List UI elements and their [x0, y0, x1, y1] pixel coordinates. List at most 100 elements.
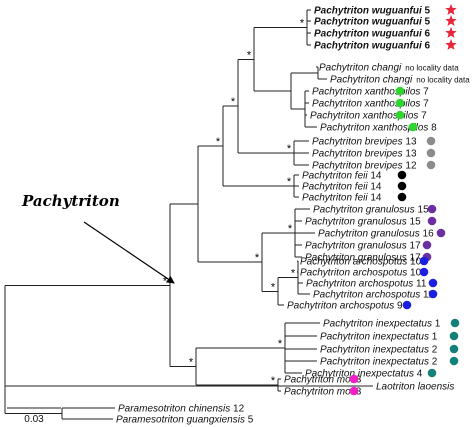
- tip-species-name: Pachytriton feii: [302, 182, 368, 193]
- star-icon: [445, 39, 457, 50]
- genus-label: Pachytriton: [21, 192, 120, 210]
- tip-species-name: Pachytriton granulosus: [305, 217, 407, 228]
- tip-label-arc4: Pachytriton archospotus 11: [313, 290, 434, 301]
- star-icon: [445, 4, 457, 15]
- locality-dot-gray: [426, 160, 436, 170]
- locality-dot-magenta: [349, 386, 359, 396]
- tip-label-wug2: Pachytriton wuguanfui 5: [314, 17, 431, 28]
- tip-label-arc3: Pachytriton archospotus 11: [306, 279, 427, 290]
- tip-label-fei2: Pachytriton feii 14: [302, 182, 382, 193]
- tip-label-xan2: Pachytriton xanthospilos 7: [312, 99, 429, 110]
- support-asterisk: *: [288, 223, 293, 235]
- tip-species-name: Paramesotriton chinensis: [118, 404, 230, 415]
- tip-species-name: Pachytriton granulosus: [318, 229, 420, 240]
- tip-species-name: Pachytriton inexpectatus: [320, 345, 429, 356]
- tip-locality-number: 10: [407, 257, 421, 268]
- tip-label-fei3: Pachytriton feii 14: [302, 193, 382, 204]
- locality-dot-purple: [422, 240, 432, 250]
- tip-locality-number: 14: [368, 171, 382, 182]
- tip-species-name: Pachytriton changi: [330, 75, 413, 86]
- tip-label-xan3: Pachytriton xanthospilos 7: [310, 111, 427, 122]
- tip-locality-number: 14: [368, 182, 382, 193]
- tip-species-name: Pachytriton brevipes: [312, 137, 403, 148]
- locality-dot-blue: [402, 300, 412, 310]
- locality-dot-black: [397, 170, 407, 180]
- tip-label-wug3: Pachytriton wuguanfui 6: [314, 29, 431, 40]
- support-asterisk: *: [287, 176, 292, 188]
- tip-locality-number: 1: [432, 319, 441, 330]
- tip-species-name: Pachytriton inexpectatus: [320, 357, 429, 368]
- tip-species-name: Pachytriton xanthospilos: [320, 123, 428, 134]
- tip-locality-number: 11: [420, 290, 434, 301]
- tip-label-gra1: Pachytriton granulosus 15: [313, 205, 429, 216]
- support-asterisk: *: [255, 252, 260, 264]
- tip-label-arc5: Pachytriton archospotus 9: [287, 301, 403, 312]
- tip-locality-number: 5: [422, 6, 431, 17]
- tip-label-lao: Laotriton laoensis: [376, 382, 454, 393]
- tip-label-ine1: Pachytriton inexpectatus 1: [323, 319, 441, 330]
- tip-locality-number: 13: [403, 137, 417, 148]
- scale-bar: 0.03: [7, 407, 61, 425]
- tip-locality-number: 17: [407, 241, 421, 252]
- tip-label-bre1: Pachytriton brevipes 13: [312, 137, 417, 148]
- tip-locality-note: no locality data: [416, 76, 470, 85]
- tip-locality-number: 1: [429, 332, 438, 343]
- tip-species-name: Pachytriton archospotus: [306, 279, 413, 290]
- tree-branches: [4, 9, 373, 420]
- tip-locality-number: 12: [403, 161, 417, 172]
- tip-label-gra4: Pachytriton granulosus 17: [305, 241, 421, 252]
- locality-dot-green: [395, 110, 405, 120]
- support-asterisk: *: [189, 357, 194, 369]
- tip-species-name: Pachytriton xanthospilos: [312, 87, 420, 98]
- tip-label-xan4: Pachytriton xanthospilos 8: [320, 123, 437, 134]
- scale-bar-label: 0.03: [24, 414, 44, 425]
- tip-species-name: Pachytriton moi: [284, 387, 354, 398]
- support-asterisk: *: [231, 96, 236, 108]
- tip-species-name: Pachytriton granulosus: [305, 253, 407, 264]
- tip-species-name: Pachytriton granulosus: [305, 241, 407, 252]
- tip-label-fei1: Pachytriton feii 14: [302, 171, 382, 182]
- tip-locality-number: 5: [422, 17, 431, 28]
- tip-locality-number: 5: [245, 415, 254, 426]
- tip-locality-number: 15: [407, 217, 421, 228]
- genus-arrow: [83, 221, 175, 284]
- tip-label-ine3: Pachytriton inexpectatus 2: [320, 345, 438, 356]
- tip-species-name: Pachytriton feii: [302, 171, 368, 182]
- tip-label-bre3: Pachytriton brevipes 12: [312, 161, 417, 172]
- tip-locality-number: 15: [415, 205, 429, 216]
- tip-species-name: Pachytriton xanthospilos: [310, 111, 418, 122]
- tip-species-name: Pachytriton inexpectatus: [305, 369, 414, 380]
- tip-species-name: Pachytriton xanthospilos: [312, 99, 420, 110]
- tip-locality-number: 7: [418, 111, 427, 122]
- tip-locality-number: 12: [230, 404, 244, 415]
- tip-label-arc2: Pachytriton archospotus 10: [300, 268, 422, 279]
- tip-species-name: Pachytriton archospotus: [313, 290, 420, 301]
- tip-locality-number: 9: [394, 301, 403, 312]
- locality-dot-blue: [428, 289, 438, 299]
- locality-dot-teal: [450, 318, 460, 328]
- tip-label-gra2: Pachytriton granulosus 15: [305, 217, 421, 228]
- tip-label-ine4: Pachytriton inexpectatus 2: [320, 357, 438, 368]
- tip-label-xan1: Pachytriton xanthospilos 7: [312, 87, 429, 98]
- locality-dot-blue: [428, 278, 438, 288]
- tip-species-name: Pachytriton wuguanfui: [314, 17, 422, 28]
- support-asterisk: *: [163, 275, 168, 287]
- tip-locality-number: 8: [428, 123, 437, 134]
- locality-dot-teal: [427, 368, 437, 378]
- tip-label-gra5: Pachytriton granulosus 17: [305, 253, 421, 264]
- support-asterisk: *: [300, 18, 305, 30]
- tip-species-name: Paramesotriton guangxiensis: [116, 415, 245, 426]
- tip-species-name: Pachytriton inexpectatus: [323, 319, 432, 330]
- support-asterisk: *: [278, 338, 283, 350]
- tip-species-name: Laotriton laoensis: [376, 382, 454, 393]
- tip-locality-number: 2: [429, 357, 438, 368]
- locality-markers: [349, 4, 460, 396]
- tip-species-name: Pachytriton changi: [319, 63, 402, 74]
- tip-species-name: Pachytriton archospotus: [287, 301, 394, 312]
- locality-dot-purple: [427, 216, 437, 226]
- tip-locality-number: 17: [407, 253, 421, 264]
- locality-dot-black: [397, 192, 407, 202]
